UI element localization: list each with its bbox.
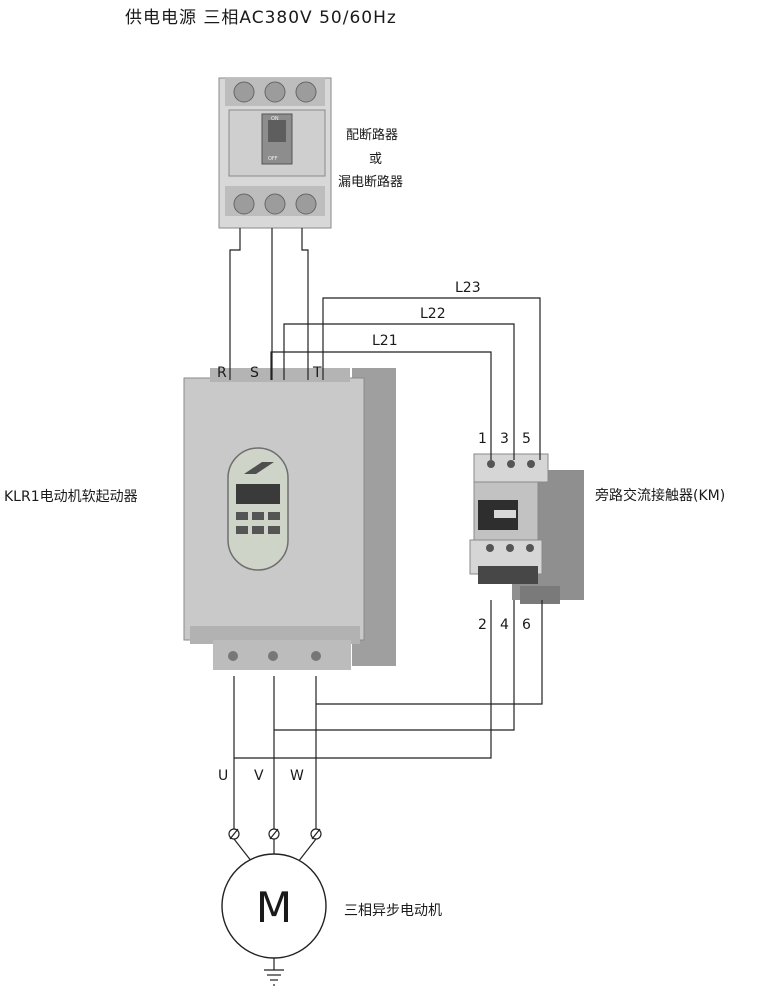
- output-label-w: W: [290, 768, 304, 784]
- wire-r: [229, 228, 241, 380]
- wire-t: [301, 228, 309, 380]
- soft-starter-caption: KLR1电动机软起动器: [4, 489, 138, 505]
- contactor-terminal-4: 4: [500, 617, 509, 633]
- wire-contactor-2: [234, 600, 492, 759]
- display-screen: [236, 484, 280, 504]
- contactor-caption: 旁路交流接触器(KM): [595, 488, 726, 504]
- output-label-v: V: [254, 768, 264, 784]
- soft-starter: [183, 368, 396, 670]
- bypass-wire-label-l23: L23: [455, 280, 481, 296]
- motor-symbol: M: [256, 883, 292, 932]
- ground-icon: [264, 969, 284, 986]
- bypass-wire-label-l22: L22: [420, 306, 446, 322]
- circuit-breaker: ON OFF: [218, 77, 332, 229]
- breaker-caption-3: 漏电断路器: [338, 175, 404, 190]
- wire-l23: [322, 297, 541, 460]
- breaker-on-text: ON: [271, 116, 279, 122]
- keypad-button: [268, 526, 280, 534]
- wire-contactor-4: [274, 600, 515, 731]
- supply-label: 供电电源 三相AC380V 50/60Hz: [125, 8, 397, 28]
- up-button: [252, 512, 264, 520]
- terminal-label-r: R: [217, 365, 227, 381]
- down-button: [252, 526, 264, 534]
- motor-caption: 三相异步电动机: [344, 903, 442, 919]
- contactor-terminal-6: 6: [522, 617, 531, 633]
- output-label-u: U: [218, 768, 229, 784]
- keypad-button: [236, 526, 248, 534]
- wires: [229, 228, 543, 830]
- keypad-button: [236, 512, 248, 520]
- motor-terminals: [228, 828, 322, 863]
- contactor-terminal-2: 2: [478, 617, 487, 633]
- terminal-label-s: S: [250, 365, 259, 381]
- bypass-contactor: [469, 453, 584, 604]
- brand-logo-icon: [244, 462, 274, 474]
- motor: M: [221, 853, 327, 970]
- keypad-button: [268, 512, 280, 520]
- contactor-terminal-5: 5: [522, 431, 531, 447]
- contactor-terminal-1: 1: [478, 431, 487, 447]
- control-panel: [227, 447, 289, 571]
- wire-l21: [270, 351, 492, 460]
- breaker-caption-2: 或: [369, 152, 383, 167]
- contactor-terminal-3: 3: [500, 431, 509, 447]
- terminal-label-t: T: [313, 365, 322, 381]
- breaker-off-text: OFF: [268, 156, 278, 162]
- wire-l22: [283, 323, 515, 460]
- wire-contactor-6: [316, 600, 543, 705]
- breaker-caption-1: 配断路器: [346, 128, 399, 143]
- bypass-wire-label-l21: L21: [372, 333, 398, 349]
